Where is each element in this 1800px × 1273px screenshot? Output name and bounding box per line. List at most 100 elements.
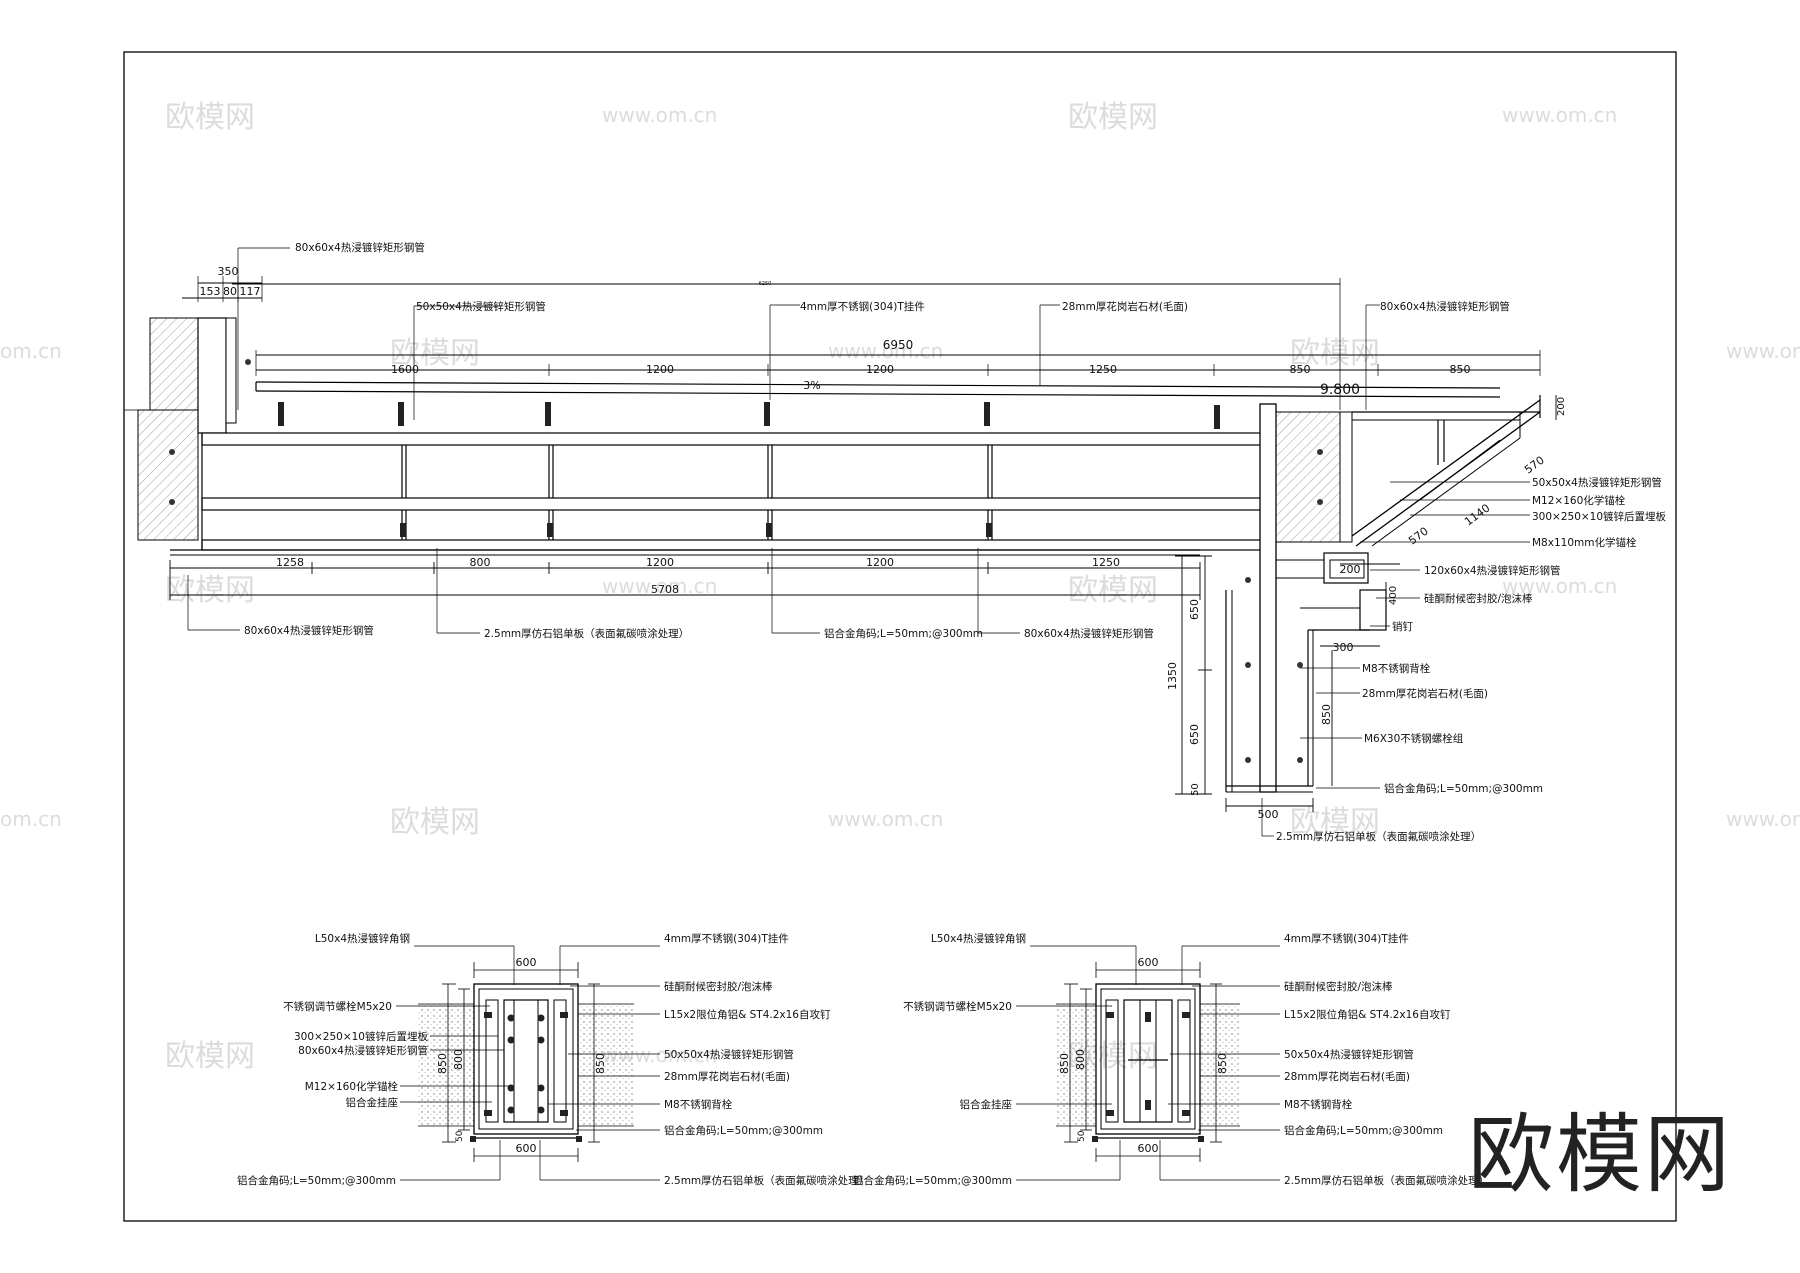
- dim-800: 800: [452, 1049, 465, 1070]
- watermark-site: www.om.cn: [602, 574, 717, 598]
- column-tube: [197, 317, 227, 434]
- dim-bottom-span: 1200: [866, 556, 894, 569]
- watermark-site: www.om.cn: [828, 807, 943, 831]
- dim-650a: 650: [1188, 599, 1201, 620]
- watermark-brand: 欧模网: [390, 336, 480, 371]
- dim-850-right: 850: [1216, 1053, 1229, 1074]
- dim-1350: 1350: [1166, 662, 1179, 690]
- detail-left: [396, 945, 660, 1181]
- dim-50: 50: [455, 1130, 465, 1142]
- label: M8不锈钢背栓: [664, 1098, 733, 1111]
- label-tube80-right: 80x60x4热浸镀锌矩形钢管: [1380, 300, 1510, 313]
- label-tube80-top: 80x60x4热浸镀锌矩形钢管: [295, 241, 425, 254]
- dim-500: 500: [1258, 808, 1279, 821]
- label: 4mm厚不锈钢(304)T挂件: [1284, 932, 1409, 945]
- detail-left-text: 600 600 850 800 850 50 L50x4热浸镀锌角钢 不锈钢调节…: [237, 932, 869, 1187]
- label-plate300: 300×250×10镀锌后置埋板: [1532, 510, 1667, 523]
- label-m8-110: M8x110mm化学锚栓: [1532, 536, 1637, 549]
- watermark-brand: 欧模网: [165, 573, 255, 608]
- watermark-brand: 欧模网: [390, 805, 480, 840]
- label: 4mm厚不锈钢(304)T挂件: [664, 932, 789, 945]
- label: 硅酮耐候密封胶/泡沫棒: [664, 980, 773, 993]
- dim-850: 850: [1320, 704, 1333, 725]
- label: L50x4热浸镀锌角钢: [931, 932, 1026, 945]
- main-section: [124, 247, 1557, 837]
- label-tube120: 120x60x4热浸镀锌矩形钢管: [1424, 564, 1561, 577]
- label: 铝合金挂座: [346, 1096, 399, 1109]
- right-wall: [1275, 411, 1341, 543]
- dim-153: 153: [200, 285, 221, 298]
- watermark-site: www.om.cn: [828, 339, 943, 363]
- label: 50x50x4热浸镀锌矩形钢管: [1284, 1048, 1414, 1061]
- dim-span: 850: [1450, 363, 1471, 376]
- dim-bottom-span: 1200: [646, 556, 674, 569]
- label-m12: M12×160化学锚栓: [1532, 494, 1626, 507]
- watermark-layer: 欧模网 欧模网 欧模网 欧模网 欧模网 欧模网 欧模网 欧模网 欧模网 欧模网: [165, 100, 1380, 1074]
- right-column: [1259, 403, 1277, 793]
- label: L15x2限位角铝& ST4.2x16自攻钉: [1284, 1008, 1451, 1021]
- upper-steel-tube: [201, 432, 1273, 446]
- watermark-site: www.om.cn: [1726, 339, 1800, 363]
- dim-300: 300: [1333, 641, 1354, 654]
- label-al-angle-bottom: 铝合金角码;L=50mm;@300mm: [824, 627, 983, 640]
- label: 铝合金挂座: [960, 1098, 1013, 1111]
- dim-span: 1600: [391, 363, 419, 376]
- drawing-frame: [123, 51, 1677, 1222]
- dim-80: 80: [223, 285, 237, 298]
- label: 硅酮耐候密封胶/泡沫棒: [1284, 980, 1393, 993]
- label-al-panel-bottom: 2.5mm厚仿石铝单板（表面氟碳喷涂处理）: [484, 627, 689, 640]
- dim-bottom-600: 600: [516, 1142, 537, 1155]
- watermark-site: om.cn: [0, 807, 62, 831]
- middle-steel-tube: [201, 497, 1273, 511]
- dim-top-600: 600: [516, 956, 537, 969]
- label: 28mm厚花岗岩石材(毛面): [664, 1070, 790, 1083]
- watermark-site: www.om.cn: [1502, 574, 1617, 598]
- dim-650b: 650: [1188, 724, 1201, 745]
- watermark-site: om.cn: [0, 339, 62, 363]
- label: 不锈钢调节螺栓M5x20: [903, 1000, 1012, 1013]
- watermark-site: www.om.cn: [602, 103, 717, 127]
- label-sealant: 硅酮耐候密封胶/泡沫棒: [1424, 592, 1533, 605]
- dim-117: 117: [240, 285, 261, 298]
- label: 28mm厚花岗岩石材(毛面): [1284, 1070, 1410, 1083]
- dim-200: 200: [1556, 397, 1567, 416]
- label: 300×250×10镀锌后置埋板: [294, 1030, 429, 1043]
- watermark-brand: 欧模网: [165, 100, 255, 135]
- dim-850: 850: [436, 1053, 449, 1074]
- label: L50x4热浸镀锌角钢: [315, 932, 410, 945]
- elevation-label: 9.800: [1320, 382, 1360, 398]
- watermark-brand: 欧模网: [1290, 805, 1380, 840]
- watermark-site: www.om.cn: [1726, 807, 1800, 831]
- watermark-brand: 欧模网: [1068, 573, 1158, 608]
- label: M12×160化学锚栓: [305, 1080, 399, 1093]
- label-tube50-top: 50x50x4热浸镀锌矩形钢管: [416, 300, 546, 313]
- dim-bottom-600: 600: [1138, 1142, 1159, 1155]
- label-al-angle-right: 铝合金角码;L=50mm;@300mm: [1384, 782, 1543, 795]
- label: 铝合金角码;L=50mm;@300mm: [237, 1174, 396, 1187]
- dim-50: 50: [1077, 1130, 1087, 1142]
- dim-span: 1250: [1089, 363, 1117, 376]
- dim-50: 50: [1190, 783, 1201, 796]
- dim-570: 570: [1522, 454, 1547, 477]
- detail-right-text: 600 600 850 800 850 50 L50x4热浸镀锌角钢 不锈钢调节…: [853, 932, 1489, 1187]
- label-t-hanger: 4mm厚不锈钢(304)T挂件: [800, 300, 925, 313]
- watermark-brand: 欧模网: [165, 1039, 255, 1074]
- watermark-brand: 欧模网: [1068, 100, 1158, 135]
- watermark-brand: 欧模网: [1290, 336, 1380, 371]
- label-tube80-bottom-left: 80x60x4热浸镀锌矩形钢管: [244, 624, 374, 637]
- label-pin: 销钉: [1392, 620, 1414, 633]
- label-granite-right: 28mm厚花岗岩石材(毛面): [1362, 687, 1488, 700]
- dim-bottom-span: 1258: [276, 556, 304, 569]
- label: 2.5mm厚仿石铝单板（表面氟碳喷涂处理）: [1284, 1174, 1489, 1187]
- watermark-site: www.om.cn: [1502, 103, 1617, 127]
- label: M8不锈钢背栓: [1284, 1098, 1353, 1111]
- label-granite-top: 28mm厚花岗岩石材(毛面): [1062, 300, 1188, 313]
- lower-steel-tube: [201, 539, 1273, 551]
- dim-bottom-span: 1250: [1092, 556, 1120, 569]
- dim-800: 800: [1074, 1049, 1087, 1070]
- watermark-site-layer: www.om.cn www.om.cn om.cn www.om.cn www.…: [0, 103, 1800, 1067]
- slope-label: 3%: [803, 379, 820, 392]
- label-al-panel-right: 2.5mm厚仿石铝单板（表面氟碳喷涂处理）: [1276, 830, 1481, 843]
- dim-bottom-total: 5708: [651, 583, 679, 596]
- dim-400: 400: [1388, 586, 1399, 605]
